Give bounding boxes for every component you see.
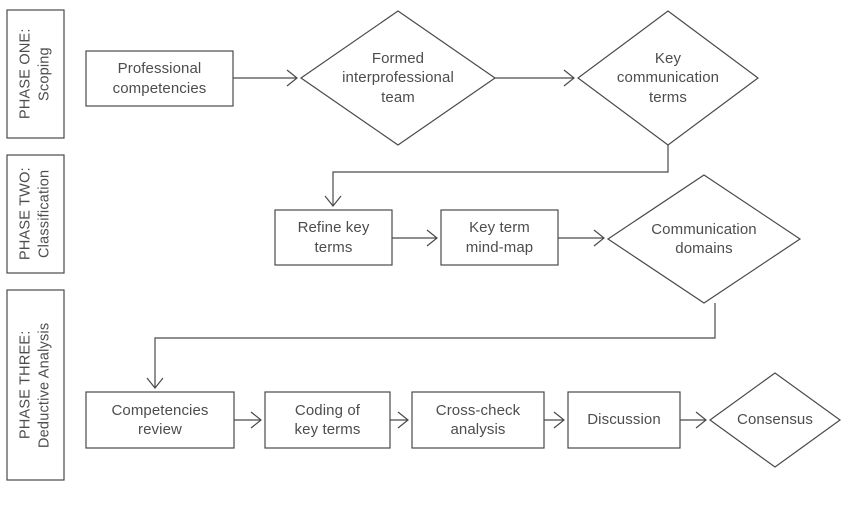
edge-communication-domains-to-competencies-review bbox=[146, 303, 716, 389]
phase-two-box bbox=[6, 154, 65, 274]
coding-of-key-terms-shape bbox=[264, 391, 391, 449]
key-communication-terms-shape bbox=[576, 10, 760, 146]
edge-discussion-to-consensus bbox=[680, 411, 707, 429]
edge-cross-check-analysis-to-discussion bbox=[544, 411, 565, 429]
consensus-shape bbox=[708, 372, 842, 468]
phase-one-box bbox=[6, 9, 65, 139]
edge-refine-key-terms-to-key-term-mind-map bbox=[392, 229, 438, 247]
edge-formed-team-to-key-communication-terms bbox=[495, 69, 575, 87]
competencies-review-shape bbox=[85, 391, 235, 449]
professional-competencies-shape bbox=[85, 50, 234, 107]
key-term-mind-map-shape bbox=[440, 209, 559, 266]
edge-competencies-review-to-coding-of-key-terms bbox=[234, 411, 262, 429]
edge-key-communication-terms-to-refine-key-terms bbox=[324, 145, 669, 207]
edge-professional-competencies-to-formed-team bbox=[233, 69, 298, 87]
cross-check-analysis-shape bbox=[411, 391, 545, 449]
edge-key-term-mind-map-to-communication-domains bbox=[558, 229, 605, 247]
formed-interprofessional-team-shape bbox=[299, 10, 497, 146]
refine-key-terms-shape bbox=[274, 209, 393, 266]
edge-coding-of-key-terms-to-cross-check-analysis bbox=[390, 411, 409, 429]
phase-three-box bbox=[6, 289, 65, 481]
discussion-shape bbox=[567, 391, 681, 449]
communication-domains-shape bbox=[606, 174, 802, 304]
